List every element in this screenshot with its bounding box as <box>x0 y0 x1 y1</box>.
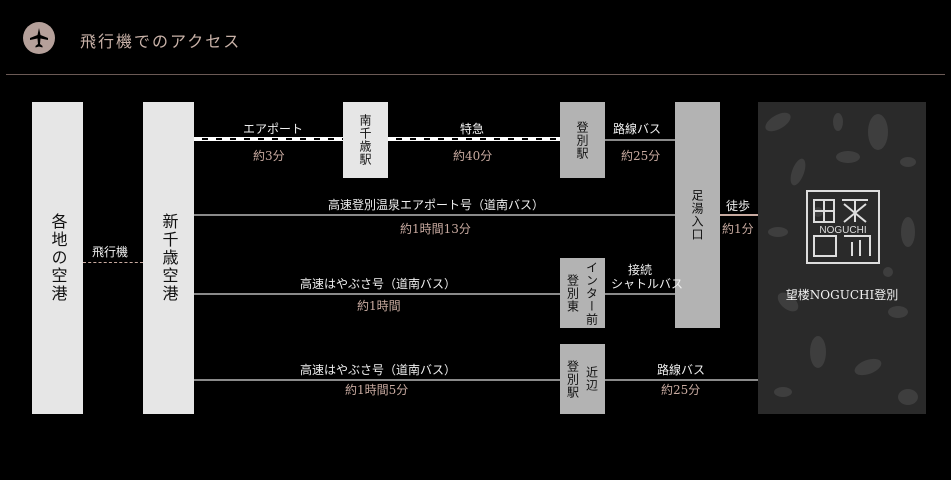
bus-to-dest-label: 路線バス <box>657 363 706 377</box>
hayabusa1-time: 約1時間 <box>357 299 401 313</box>
page-title: 飛行機でのアクセス <box>80 32 242 51</box>
node-minami-chitose-label: 南千歳駅 <box>358 114 372 166</box>
node-minami-chitose: 南千歳駅 <box>343 102 388 178</box>
bus-to-dest-time: 約25分 <box>661 383 701 397</box>
rail-airport-label: エアポート <box>243 122 304 136</box>
node-origin-label: 各地の空港 <box>48 213 68 303</box>
rail-airport-line <box>194 137 343 141</box>
destination-card <box>758 102 926 414</box>
shuttle-label-2: シャトルバス <box>611 277 684 291</box>
flight-label: 飛行機 <box>92 245 129 259</box>
node-noboribetsu-station-label: 登別駅 <box>575 120 589 160</box>
hayabusa1-label: 高速はやぶさ号（道南バス） <box>300 277 457 291</box>
walk-time: 約1分 <box>722 222 754 236</box>
walk-label: 徒歩 <box>726 199 751 213</box>
airport-bus-label: 高速登別温泉エアポート号（道南バス） <box>328 198 545 212</box>
node-shin-chitose: 新千歳空港 <box>143 102 194 414</box>
noguchi-logo: NOGUCHI <box>806 190 880 264</box>
shuttle-line <box>605 293 675 295</box>
node-higashi-left-label: インター前 <box>584 260 599 326</box>
node-origin-airports: 各地の空港 <box>32 102 83 414</box>
bus-from-station-label: 路線バス <box>613 122 662 136</box>
node-shin-chitose-label: 新千歳空港 <box>159 213 179 303</box>
bus-from-station-time: 約25分 <box>621 149 661 163</box>
svg-text:NOGUCHI: NOGUCHI <box>819 225 866 236</box>
hayabusa2-time: 約1時間5分 <box>345 383 409 397</box>
node-higashi-right-label: 登別東 <box>565 273 580 313</box>
walk-line <box>720 214 758 216</box>
node-noboribetsu-ekimae: 登別駅 近辺 <box>560 344 605 414</box>
airplane-icon <box>23 22 55 54</box>
airport-bus-line <box>194 214 675 216</box>
bus-to-dest-line <box>605 379 758 381</box>
node-noboribetsu-station: 登別駅 <box>560 102 605 178</box>
hayabusa1-line <box>194 293 560 295</box>
hayabusa2-line <box>194 379 560 381</box>
flight-line <box>83 262 143 263</box>
rail-express-label: 特急 <box>460 122 485 136</box>
node-ashiyu-iriguchi: 足湯入口 <box>675 102 720 328</box>
botanical-pattern-icon <box>765 112 918 405</box>
node-ekimae-right-label: 登別駅 <box>565 359 580 399</box>
bus-from-station-line <box>605 139 675 141</box>
node-ashiyu-label: 足湯入口 <box>690 189 704 241</box>
node-ekimae-left-label: 近辺 <box>584 366 599 392</box>
destination-name: 望楼NOGUCHI登別 <box>785 288 899 302</box>
shuttle-label-1: 接続 <box>628 263 653 277</box>
rail-express-line <box>388 137 560 141</box>
rail-airport-time: 約3分 <box>253 149 285 163</box>
header-divider <box>6 74 945 75</box>
rail-express-time: 約40分 <box>453 149 493 163</box>
hayabusa2-label: 高速はやぶさ号（道南バス） <box>300 363 457 377</box>
node-noboribetsu-higashi: 登別東 インター前 <box>560 258 605 328</box>
airport-bus-time: 約1時間13分 <box>400 222 471 236</box>
